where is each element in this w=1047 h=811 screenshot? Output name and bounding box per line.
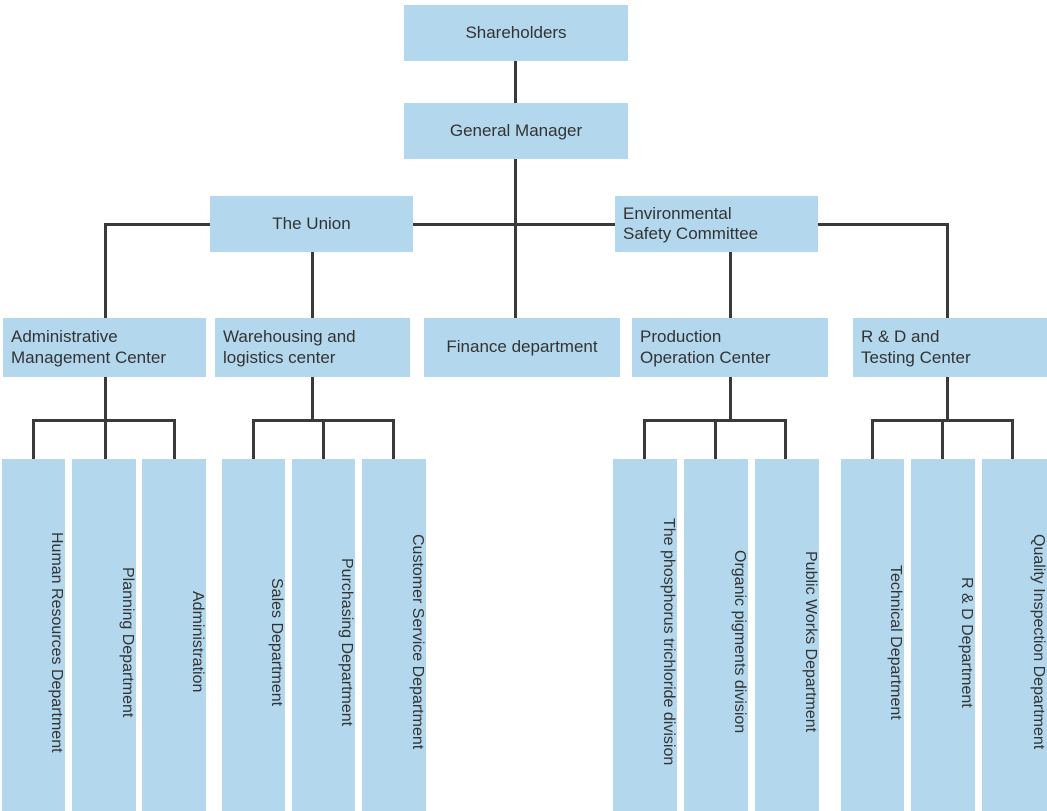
node-label: Customer Service Department [409,534,426,750]
connector-rdtc-to-technical [871,419,874,460]
node-finance-department[interactable]: Finance department [424,318,620,377]
node-label: Administration [189,591,206,693]
node-label: Planning Department [119,566,136,718]
node-general-manager[interactable]: General Manager [404,103,628,159]
node-label: Warehousing and logistics center [223,327,356,367]
node-warehousing-and-logistics-center[interactable]: Warehousing and logistics center [215,318,410,377]
connector-wlc-stem [311,377,314,420]
node-label: Technical Department [887,564,904,720]
connector-bus-left-drop [104,223,107,318]
node-label: The Union [272,213,351,233]
connector-poc-to-phosphorus [643,419,646,460]
node-purchasing-department[interactable]: Purchasing Department [292,459,355,811]
node-rd-and-testing-center[interactable]: R & D and Testing Center [853,318,1047,377]
node-administration[interactable]: Administration [142,459,206,811]
connector-union-to-warehousing [311,252,314,318]
node-label: Sales Department [268,577,285,707]
node-the-union[interactable]: The Union [210,196,413,252]
node-label: General Manager [449,120,583,140]
node-label: R & D and Testing Center [861,327,971,367]
node-label: Administrative Management Center [11,327,166,367]
connector-poc-stem [729,377,732,420]
node-phosphorus-trichloride-division[interactable]: The phosphorus trichloride division [613,459,677,811]
node-production-operation-center[interactable]: Production Operation Center [632,318,828,377]
connector-bus-right-drop [946,223,949,318]
node-human-resources-department[interactable]: Human Resources Department [2,459,65,811]
connector-wlc-to-purchasing [322,419,325,460]
connector-rdtc-to-quality [1011,419,1014,460]
node-label: The phosphorus trichloride division [660,518,677,766]
connector-amc-to-planning [104,419,107,460]
node-sales-department[interactable]: Sales Department [222,459,285,811]
connector-rdtc-to-rd [941,419,944,460]
node-label: Environmental Safety Committee [623,203,759,243]
node-customer-service-department[interactable]: Customer Service Department [362,459,426,811]
node-label: Purchasing Department [338,557,355,727]
connector-rdtc-stem [946,377,949,420]
node-planning-department[interactable]: Planning Department [72,459,136,811]
node-environmental-safety-committee[interactable]: Environmental Safety Committee [615,196,818,252]
connector-general-manager-trunk [514,159,517,318]
connector-poc-to-public-works [784,419,787,460]
node-label: Finance department [446,337,598,357]
node-label: Human Resources Department [48,531,65,753]
node-label: Shareholders [465,22,567,42]
node-label: Organic pigments division [731,550,748,734]
node-rd-department[interactable]: R & D Department [911,459,975,811]
node-organic-pigments-division[interactable]: Organic pigments division [684,459,748,811]
node-label: R & D Department [958,576,975,708]
connector-shareholders-to-general-manager [514,61,517,103]
connector-amc-to-hr [32,419,35,460]
node-shareholders[interactable]: Shareholders [404,5,628,61]
connector-level3-bus-left [105,223,213,226]
connector-level3-bus-right [818,223,949,226]
connector-poc-to-organic-pigments [714,419,717,460]
node-label: Production Operation Center [640,327,771,367]
connector-amc-stem [104,377,107,420]
node-label: Quality Inspection Department [1030,534,1047,750]
node-public-works-department[interactable]: Public Works Department [755,459,819,811]
connector-esc-to-production [729,252,732,318]
connector-wlc-to-sales [252,419,255,460]
node-quality-inspection-department[interactable]: Quality Inspection Department [982,459,1047,811]
node-label: Public Works Department [802,551,819,733]
connector-level3-bus-center [410,223,616,226]
connector-wlc-to-customer-service [392,419,395,460]
node-administrative-management-center[interactable]: Administrative Management Center [3,318,206,377]
node-technical-department[interactable]: Technical Department [841,459,904,811]
connector-amc-bus [32,419,175,422]
connector-amc-to-administration [173,419,176,460]
